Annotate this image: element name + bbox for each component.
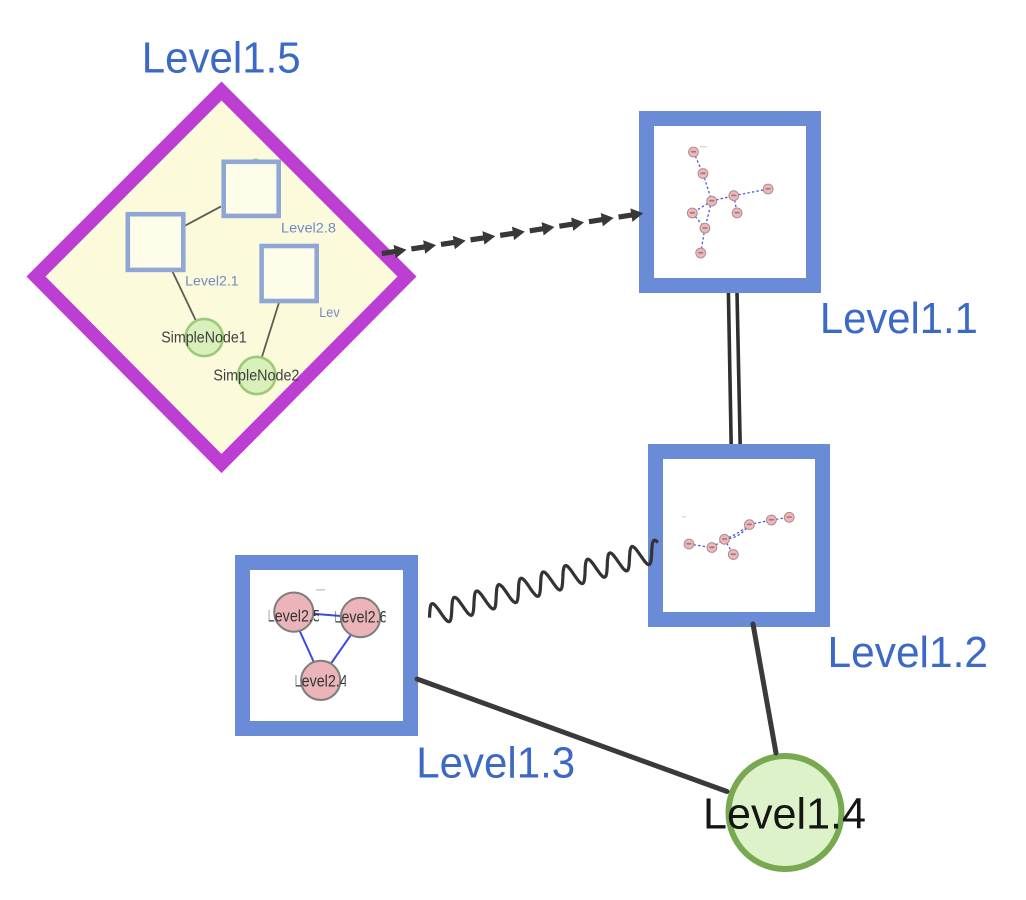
svg-text:Level1.4: Level1.4 [703, 790, 866, 839]
svg-text:Level2.6: Level2.6 [334, 608, 388, 627]
svg-text:Level1.2: Level1.2 [828, 628, 989, 677]
svg-text:SimpleNode1: SimpleNode1 [161, 330, 247, 347]
svg-text:SimpleNode2: SimpleNode2 [213, 368, 299, 385]
svg-text:Level2.5: Level2.5 [267, 607, 321, 626]
svg-text:Level1.5: Level1.5 [142, 33, 301, 82]
svg-text:Lev: Lev [319, 304, 340, 320]
svg-text:Level2.4: Level2.4 [294, 672, 348, 691]
svg-text:Level1.3: Level1.3 [416, 738, 575, 787]
svg-text:Level2.8: Level2.8 [281, 220, 336, 236]
svg-text:Level2.1: Level2.1 [185, 273, 239, 289]
svg-text:Level1.1: Level1.1 [820, 294, 978, 343]
